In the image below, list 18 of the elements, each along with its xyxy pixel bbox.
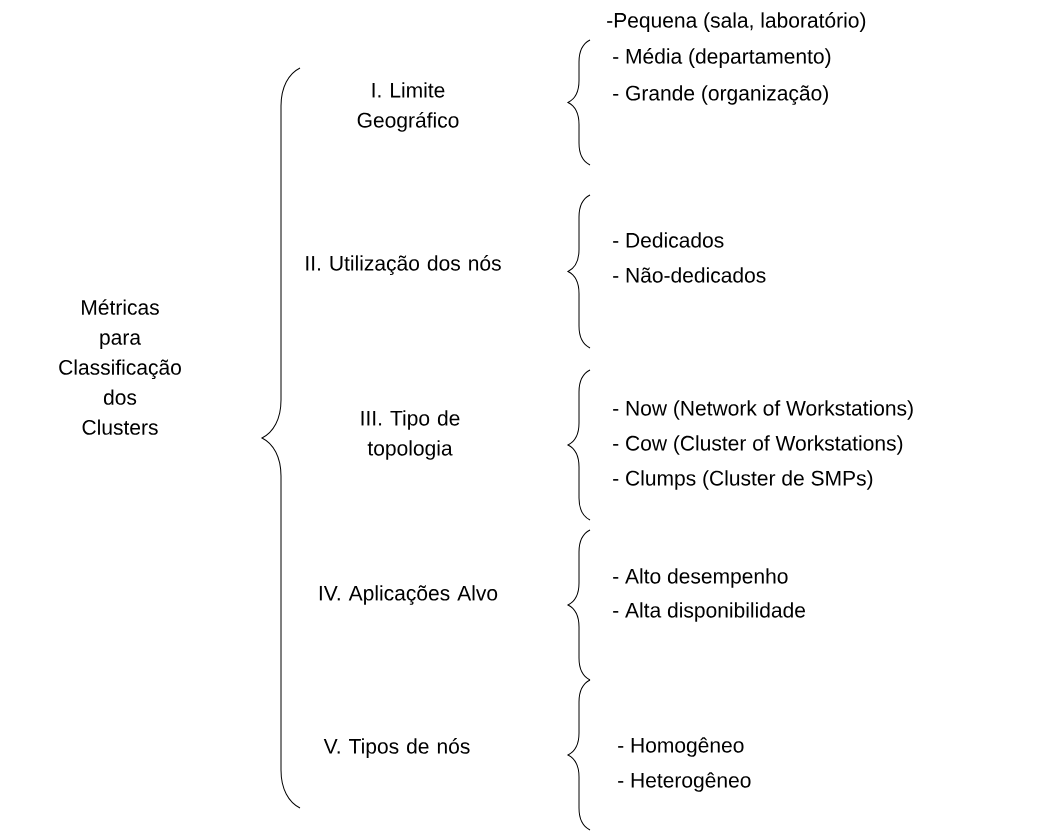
category-label: II. Utilização dos nós [306, 255, 501, 275]
category-label: I. Limite Geográfico [357, 82, 459, 132]
item-label: - Média (departamento) [613, 48, 831, 68]
item-label: - Heterogêneo [618, 772, 751, 792]
item-label: - Dedicados [613, 232, 724, 248]
item-label: - Homogêneo [618, 737, 744, 757]
category-label: IV. Aplicações Alvo [319, 585, 498, 605]
item-label: - Não-dedicados [613, 267, 766, 283]
category-label: III. Tipo de topologia [361, 410, 460, 460]
item-label: - Now (Network of Workstations) [613, 400, 913, 420]
item-label: - Clumps (Cluster de SMPs) [613, 470, 873, 490]
item-label: - Grande (organização) [613, 85, 828, 105]
category-label: V. Tipos de nós [323, 738, 470, 758]
item-label: -Pequena (sala, laboratório) [607, 12, 866, 32]
topic-label: Métricas para Classificação dos Clusters [59, 299, 181, 435]
item-label: - Cow (Cluster of Workstations) [613, 435, 903, 455]
item-label: - Alto desempenho [613, 568, 788, 588]
item-label: - Alta disponibilidade [613, 602, 805, 622]
